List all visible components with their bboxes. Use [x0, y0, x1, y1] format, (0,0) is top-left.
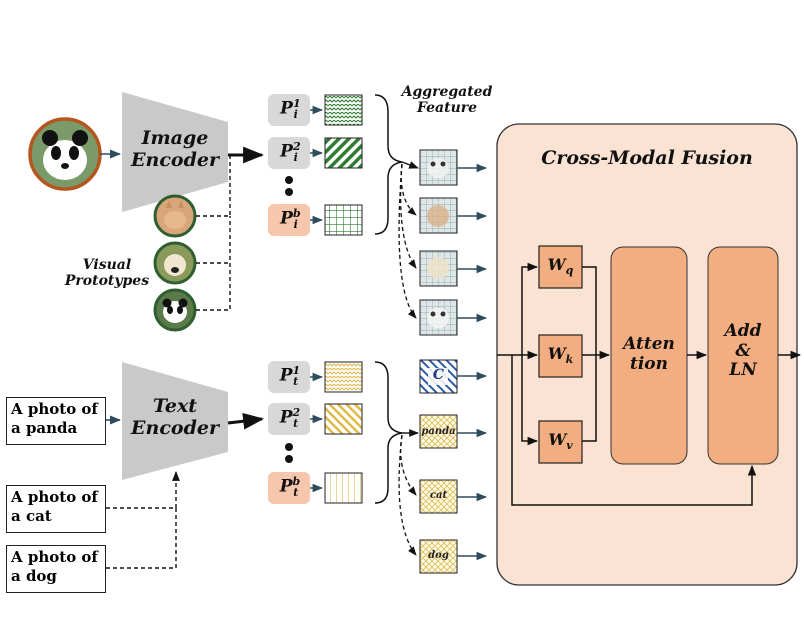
text-encoder-label: Text Encoder	[131, 395, 219, 439]
wk-label: Wk	[547, 344, 574, 367]
aggregated-image-features	[419, 149, 458, 336]
text-feature-panda	[419, 414, 458, 449]
add-ln-label: Add & LN	[724, 321, 762, 381]
ellipsis-dot	[285, 443, 293, 451]
text-input-dog: A photo of a dog	[6, 545, 106, 593]
text-prompt-2-label: P2t	[279, 406, 301, 431]
text-prompt-b-box	[268, 472, 310, 504]
ellipsis-dot	[285, 188, 293, 196]
image-prompt-1-feature	[324, 94, 363, 126]
text-feature-cat-label: cat	[429, 490, 448, 501]
wq-label: Wq	[547, 255, 574, 278]
aggregated-feature-label: Aggregated Feature	[401, 84, 493, 117]
prototype-cat-image	[153, 194, 197, 238]
wk-block	[538, 334, 583, 378]
image-prompt-2-box	[268, 137, 310, 169]
text-input-cat: A photo of a cat	[6, 485, 106, 533]
image-prompt-2-label: P2i	[280, 140, 301, 165]
image-prompt-b-feature	[324, 204, 363, 236]
text-prompt-2-box	[268, 403, 310, 435]
text-feature-panda-label: panda	[421, 426, 456, 437]
image-prompt-b-box	[268, 204, 310, 236]
image-prompt-2-feature	[324, 137, 363, 169]
visual-prototypes-label: Visual Prototypes	[64, 257, 150, 290]
image-encoder-shape	[122, 92, 228, 212]
attention-label: Atten tion	[623, 334, 675, 374]
text-input-panda: A photo of a panda	[6, 397, 106, 445]
ellipsis-dot	[285, 455, 293, 463]
text-prompt-1-box	[268, 361, 310, 393]
text-feature-dog-label: dog	[428, 550, 449, 561]
text-prompt-b-feature	[324, 472, 363, 504]
image-prompt-b-label: Pbi	[280, 207, 301, 232]
wv-block	[538, 420, 583, 464]
prototype-panda-image	[153, 288, 197, 332]
text-prompt-1-label: P1t	[279, 364, 301, 389]
wv-label: Wv	[548, 430, 573, 453]
text-feature-dog	[419, 539, 458, 574]
image-prompt-1-label: P1i	[280, 97, 301, 122]
image-prompt-1-box	[268, 94, 310, 126]
wq-block	[538, 245, 583, 289]
fusion-title: Cross-Modal Fusion	[541, 147, 753, 169]
text-prompt-b-label: Pbt	[279, 475, 301, 500]
image-encoder-label: Image Encoder	[131, 127, 219, 171]
ellipsis-dot	[285, 176, 293, 184]
panda-input-image	[28, 117, 102, 191]
text-prompt-2-feature	[324, 403, 363, 435]
text-prompt-1-feature	[324, 361, 363, 393]
text-feature-class-label: C	[432, 367, 445, 383]
text-encoder-shape	[122, 362, 228, 480]
text-brace	[374, 361, 403, 504]
prototype-dog-image	[153, 241, 197, 285]
